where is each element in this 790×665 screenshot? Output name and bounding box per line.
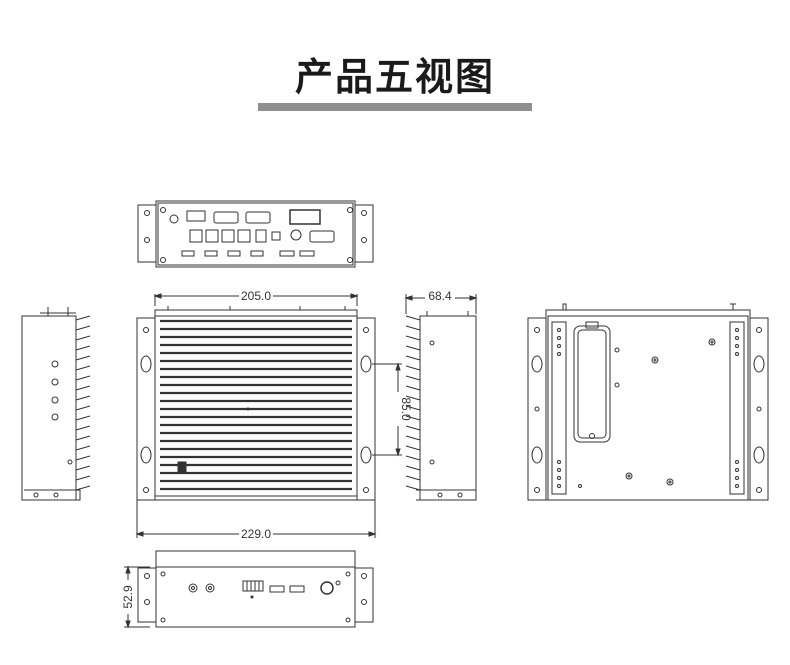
dim-52 <box>121 565 150 629</box>
dim-label-height: 52.9 <box>121 585 135 609</box>
dim-229 <box>135 500 377 541</box>
dim-label-mount-spacing: 85.0 <box>399 397 413 421</box>
top-view <box>136 306 376 501</box>
dim-label-top-width: 205.0 <box>241 289 271 303</box>
bottom-view <box>527 303 769 501</box>
dim-205 <box>153 288 359 306</box>
left-side-view <box>21 307 91 501</box>
dim-label-bracket-width: 229.0 <box>241 527 271 541</box>
title-underline <box>258 103 532 111</box>
dim-68 <box>404 289 478 314</box>
front-view <box>137 550 374 628</box>
rear-view <box>137 200 374 268</box>
dim-label-side-depth: 68.4 <box>428 289 452 303</box>
dim-85 <box>372 362 405 457</box>
right-side-view <box>405 311 477 501</box>
page-title: 产品五视图 <box>294 55 495 99</box>
